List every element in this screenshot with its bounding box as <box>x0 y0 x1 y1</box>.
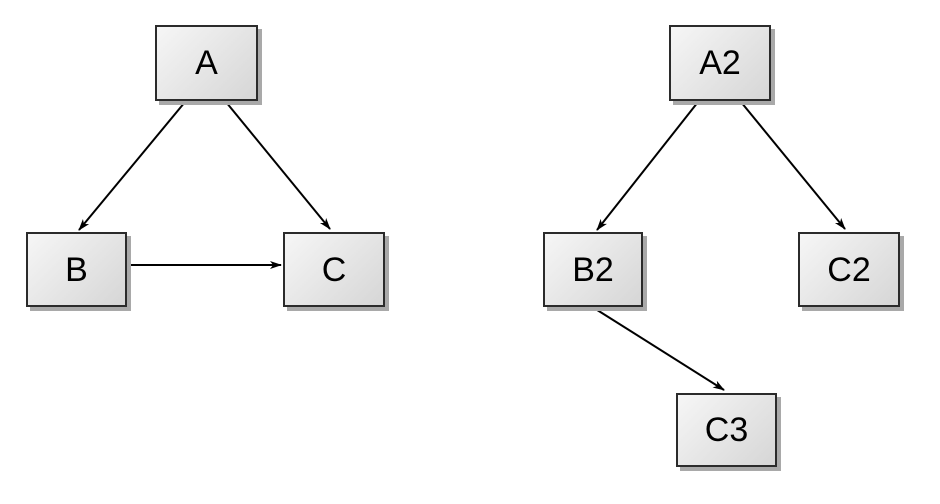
edge-A2-C2 <box>740 101 846 230</box>
node-A2[interactable]: A2 <box>669 25 771 101</box>
node-C[interactable]: C <box>283 232 385 307</box>
node-label: C <box>321 250 347 289</box>
node-B2[interactable]: B2 <box>543 232 643 307</box>
node-label: B <box>65 250 88 289</box>
edge-A-B <box>78 101 186 231</box>
node-C2[interactable]: C2 <box>798 232 900 307</box>
node-A[interactable]: A <box>155 25 258 101</box>
node-label: A2 <box>699 44 741 82</box>
edge-A-C <box>225 101 331 230</box>
node-label: A <box>195 44 218 82</box>
edge-A2-B2 <box>596 101 699 231</box>
node-label: B2 <box>572 250 614 289</box>
node-label: C3 <box>704 411 749 449</box>
node-label: C2 <box>827 250 871 289</box>
edge-B2-C3 <box>593 307 725 391</box>
node-C3[interactable]: C3 <box>676 393 777 467</box>
edges-group <box>78 101 846 391</box>
node-B[interactable]: B <box>26 232 127 307</box>
